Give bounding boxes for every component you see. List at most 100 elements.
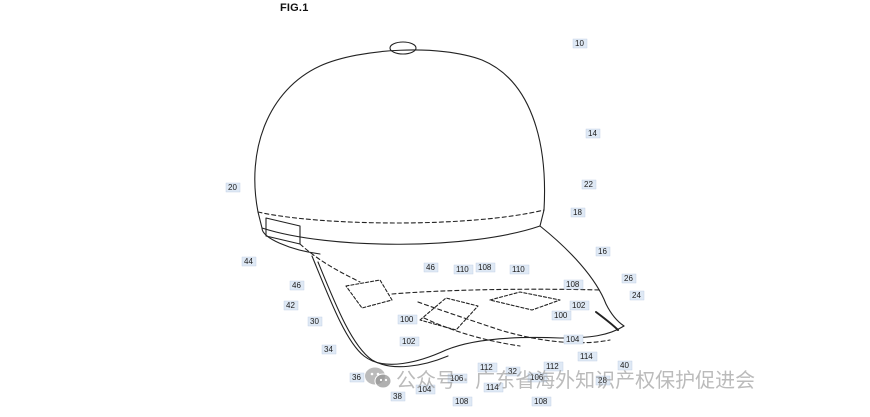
ref-label-106: 106 <box>447 373 468 384</box>
band-right <box>539 209 545 227</box>
ref-label-text: 20 <box>228 183 237 192</box>
ref-label-box <box>477 362 498 373</box>
ref-label-text: 108 <box>534 397 548 406</box>
ref-label-102: 102 <box>569 300 590 311</box>
ref-label-text: 112 <box>480 363 493 372</box>
ref-label-text: 108 <box>455 397 469 406</box>
ref-label-text: 24 <box>632 291 641 300</box>
wire-2 <box>345 279 393 309</box>
ref-label-text: 34 <box>324 345 333 354</box>
ref-label-box <box>283 300 299 311</box>
ref-label-text: 42 <box>286 301 295 310</box>
ref-label-box <box>563 279 584 290</box>
ref-label-28: 28 <box>595 375 611 386</box>
ref-label-108: 108 <box>563 279 584 290</box>
ref-label-box <box>572 38 588 49</box>
ref-label-16: 16 <box>595 246 611 257</box>
wire-3 <box>391 288 601 295</box>
ref-label-100: 100 <box>551 310 572 321</box>
ref-label-box <box>509 264 530 275</box>
ref-label-46: 46 <box>423 262 439 273</box>
ref-label-108: 108 <box>531 396 552 407</box>
ref-label-box <box>505 366 521 377</box>
figure-title: FIG.1 <box>280 2 309 14</box>
sweatband-top <box>257 209 545 224</box>
ref-label-104: 104 <box>415 384 436 395</box>
ref-label-text: 106 <box>450 374 464 383</box>
ref-label-112: 112 <box>543 361 564 372</box>
ref-label-box <box>453 264 474 275</box>
ref-label-text: 100 <box>554 311 568 320</box>
ref-label-30: 30 <box>307 316 323 327</box>
ref-label-text: 14 <box>588 129 597 138</box>
crown-dome <box>254 49 546 213</box>
ref-label-box <box>321 344 337 355</box>
ref-label-text: 32 <box>508 367 517 376</box>
ref-label-20: 20 <box>225 182 241 193</box>
ref-label-text: 110 <box>512 265 525 274</box>
ref-label-text: 38 <box>393 392 402 401</box>
ref-label-text: 46 <box>426 263 435 272</box>
ref-label-26: 26 <box>621 273 637 284</box>
ref-label-text: 108 <box>478 263 492 272</box>
ref-label-text: 30 <box>310 317 319 326</box>
wire-5 <box>423 317 521 347</box>
ref-label-34: 34 <box>321 344 337 355</box>
ref-label-box <box>629 290 645 301</box>
ref-label-112: 112 <box>477 362 498 373</box>
ref-label-14: 14 <box>585 128 601 139</box>
ref-label-box <box>595 246 611 257</box>
ref-label-text: 46 <box>292 281 301 290</box>
ref-label-114: 114 <box>577 351 598 362</box>
ref-label-36: 36 <box>349 372 365 383</box>
ref-label-box <box>390 391 406 402</box>
ref-label-102: 102 <box>399 336 420 347</box>
ref-label-box <box>585 128 601 139</box>
ref-label-22: 22 <box>581 179 597 190</box>
ref-label-text: 16 <box>598 247 607 256</box>
ref-label-box <box>349 372 365 383</box>
ref-label-108: 108 <box>452 396 473 407</box>
ref-label-box <box>551 310 572 321</box>
ref-label-44: 44 <box>241 256 257 267</box>
ref-label-box <box>581 179 597 190</box>
ref-label-box <box>397 314 418 325</box>
ref-label-10: 10 <box>572 38 588 49</box>
ref-label-text: 112 <box>546 362 559 371</box>
ref-label-114: 114 <box>483 382 504 393</box>
ref-label-18: 18 <box>570 207 586 218</box>
sensor-right <box>489 291 561 311</box>
ref-label-box <box>225 182 241 193</box>
ref-label-text: 104 <box>566 335 580 344</box>
ref-label-box <box>617 360 633 371</box>
wire-1 <box>299 243 361 283</box>
ref-label-text: 106 <box>530 373 544 382</box>
ref-label-text: 36 <box>352 373 361 382</box>
ref-label-box <box>570 207 586 218</box>
ref-label-box <box>415 384 436 395</box>
ref-label-40: 40 <box>617 360 633 371</box>
ref-label-box <box>577 351 598 362</box>
ref-label-box <box>527 372 548 383</box>
ref-label-110: 110 <box>509 264 530 275</box>
ref-label-box <box>241 256 257 267</box>
ref-label-text: 28 <box>598 376 607 385</box>
ref-label-box <box>621 273 637 284</box>
ref-label-46: 46 <box>289 280 305 291</box>
ref-label-104: 104 <box>563 334 584 345</box>
ref-label-106: 106 <box>527 372 548 383</box>
ref-label-box <box>483 382 504 393</box>
crown-button <box>389 41 417 55</box>
wechat-icon <box>365 367 392 389</box>
ref-label-42: 42 <box>283 300 299 311</box>
ref-label-text: 100 <box>400 315 414 324</box>
band-left <box>257 211 263 229</box>
ref-label-text: 104 <box>418 385 432 394</box>
brim-upper-edge <box>539 225 625 327</box>
sensor-left <box>419 297 479 331</box>
brim-edge-lower <box>317 261 449 368</box>
ref-label-text: 114 <box>486 383 499 392</box>
ref-label-box <box>563 334 584 345</box>
